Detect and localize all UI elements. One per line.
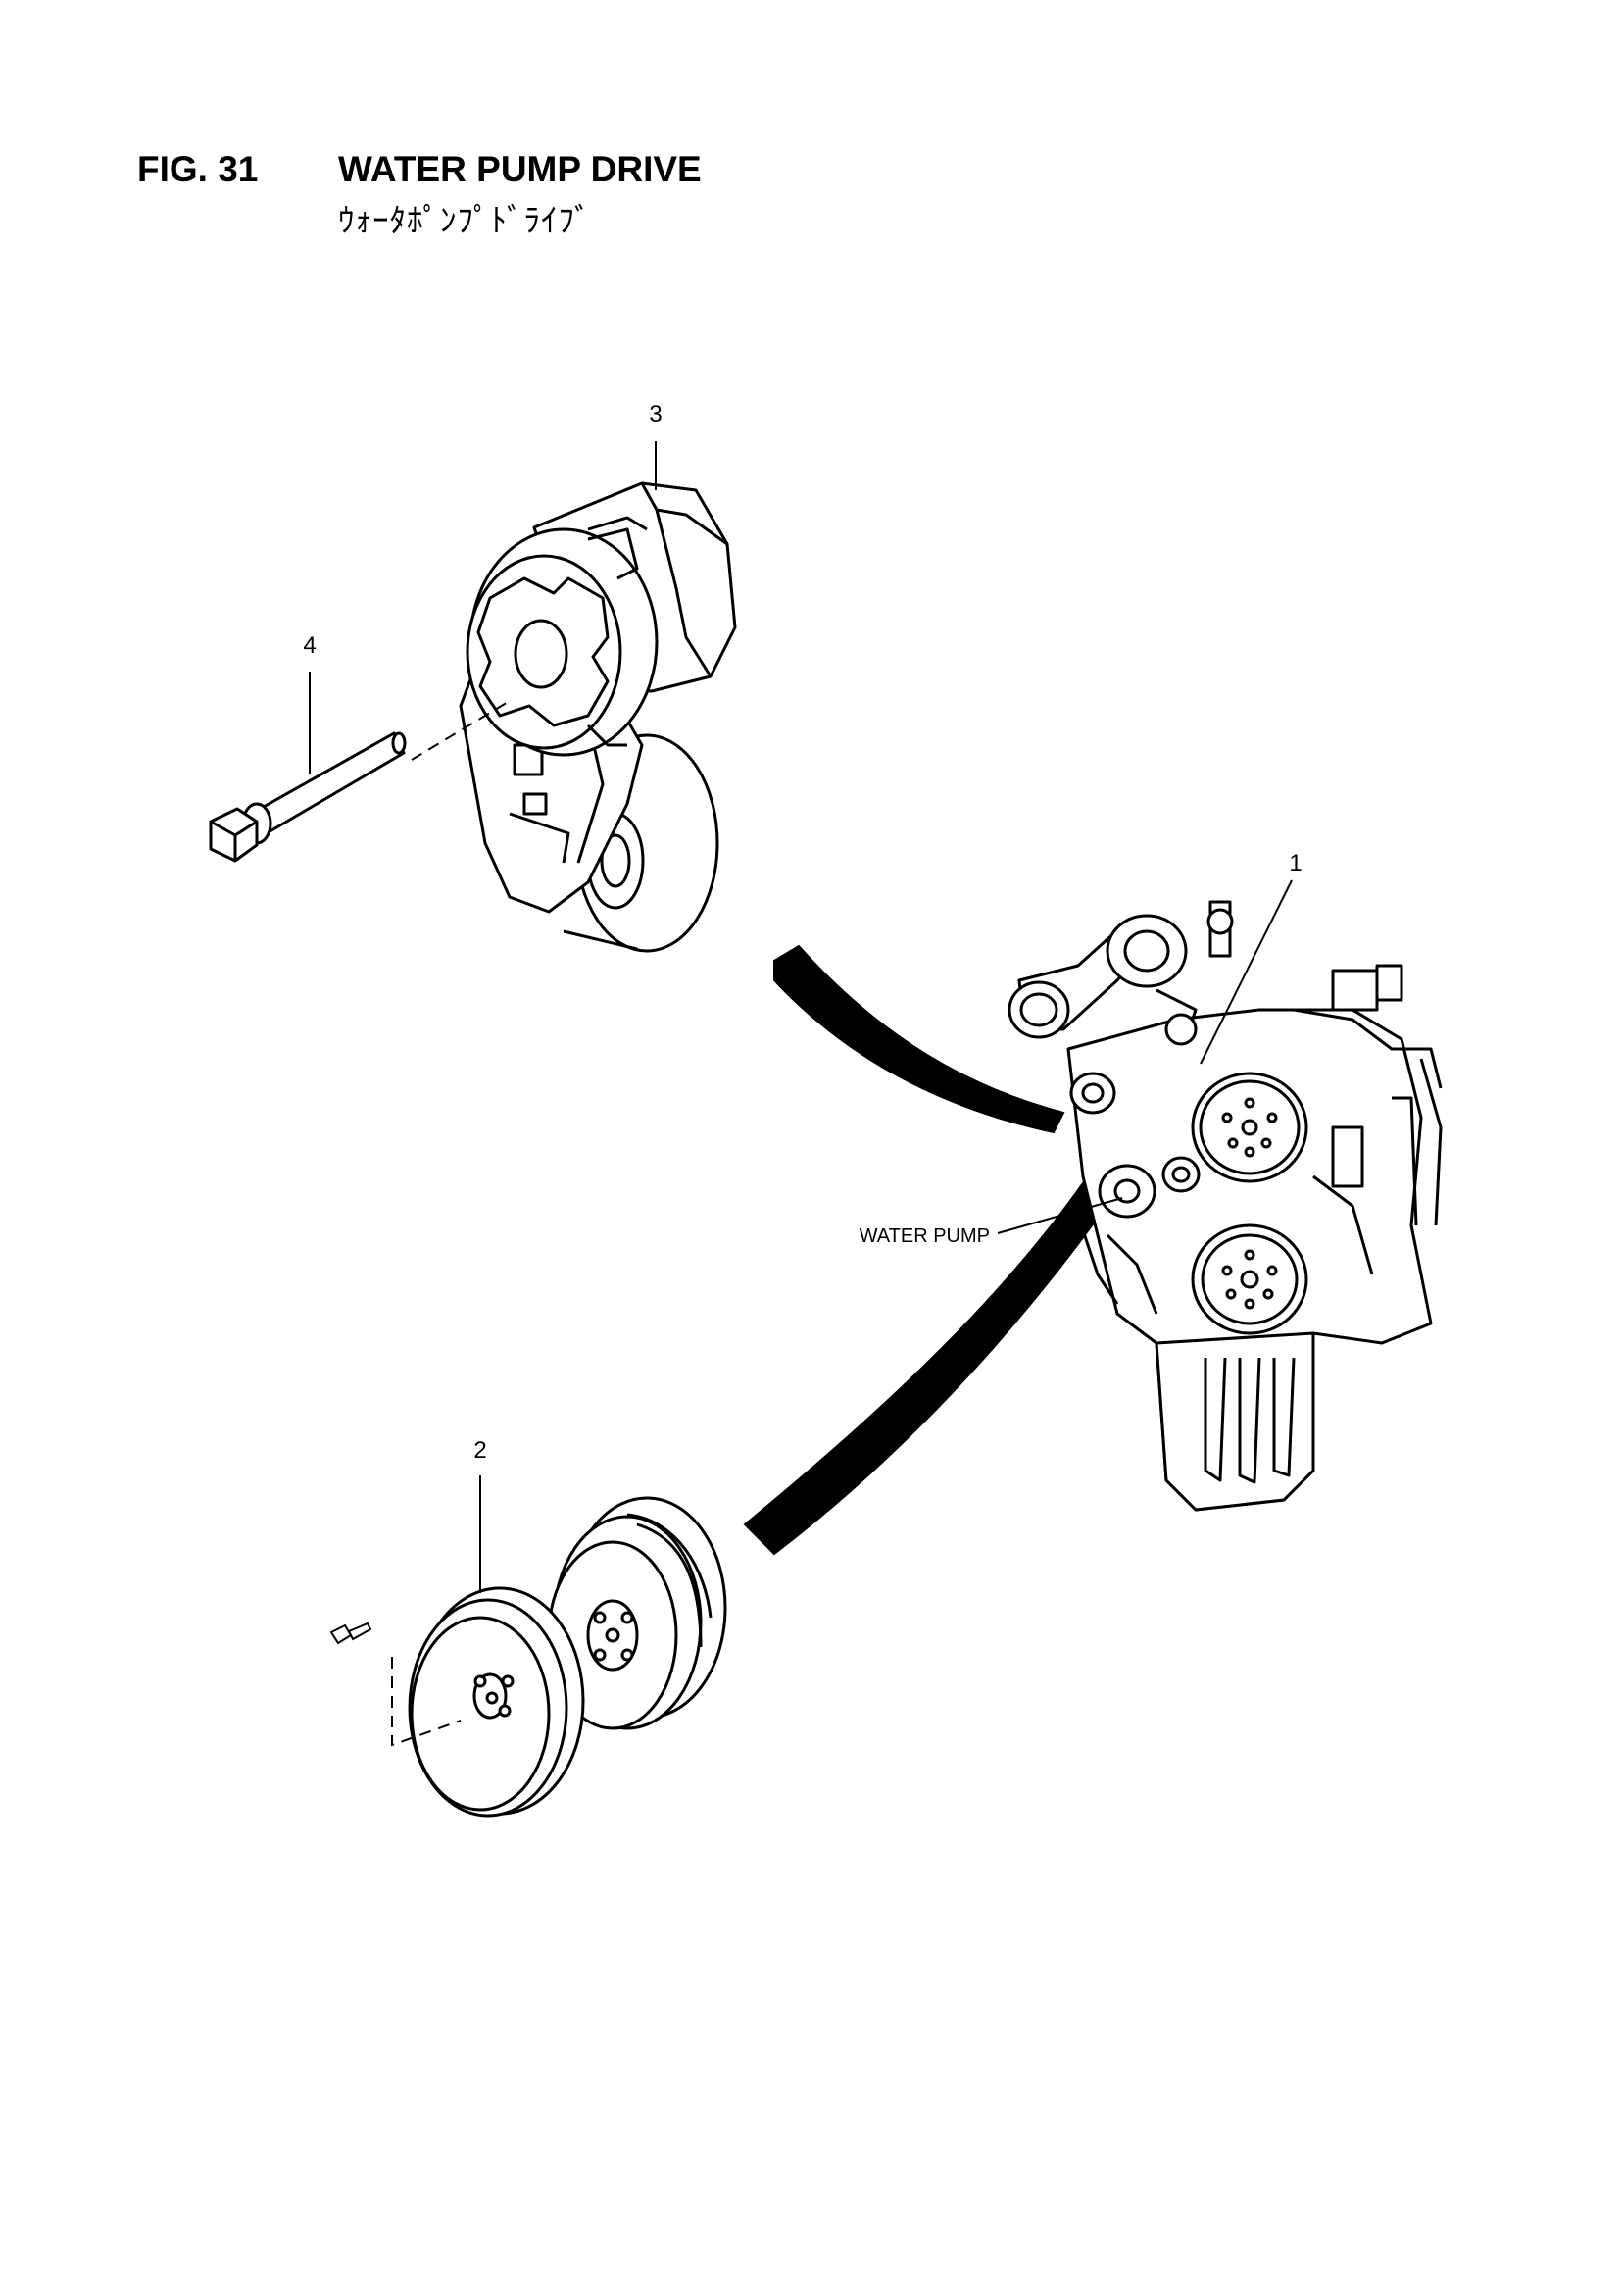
- figure-number: FIG. 31: [137, 149, 259, 189]
- callout-1: 1: [1289, 850, 1302, 876]
- alignment-line-pulley: [391, 1657, 462, 1747]
- callout-3: 3: [649, 401, 662, 427]
- drive-belt-lower: [743, 1160, 1129, 1556]
- leader-line-water-pump: [997, 1197, 1123, 1234]
- figure-subtitle: ｳｫｰﾀﾎﾟﾝﾌﾟﾄﾞﾗｲﾌﾞ: [338, 202, 592, 238]
- callout-4: 4: [303, 632, 316, 659]
- callout-2: 2: [473, 1437, 486, 1464]
- pulley-part: [408, 1496, 727, 1818]
- drive-belt-upper: [773, 944, 1065, 1134]
- water-pump-label: WATER PUMP: [860, 1225, 990, 1247]
- figure-title: WATER PUMP DRIVE: [338, 149, 702, 189]
- leader-line-1: [1200, 879, 1293, 1065]
- bolt-part: [209, 731, 407, 863]
- pulley-bolt-part: [329, 1622, 372, 1645]
- engine-assembly: [1008, 900, 1443, 1512]
- belt-tensioner-part: [459, 481, 737, 953]
